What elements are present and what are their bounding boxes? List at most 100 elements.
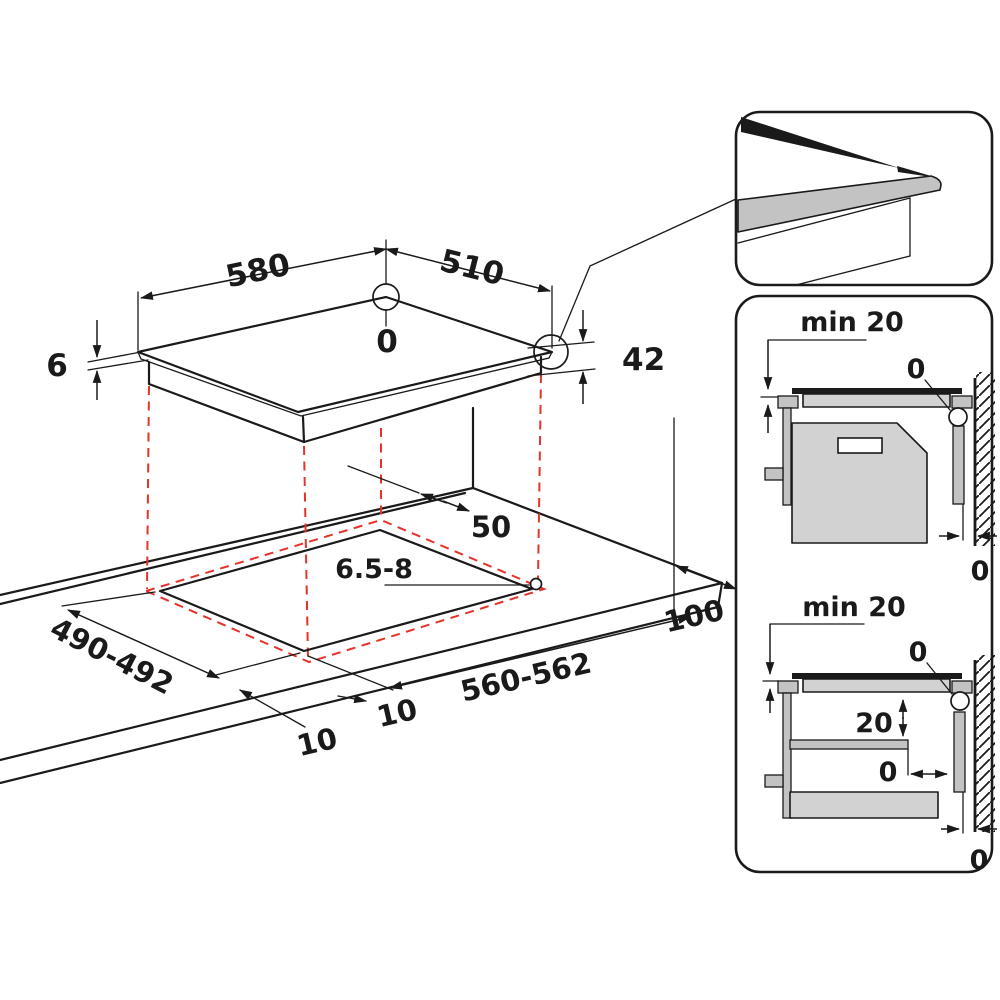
zero-leader bbox=[924, 379, 951, 411]
glass-edge-band bbox=[137, 351, 553, 417]
dim-42: 42 bbox=[527, 310, 665, 404]
cutout-depth-label: 490-492 bbox=[45, 611, 179, 702]
ext-bottom bbox=[527, 368, 596, 377]
dim-100: 100 bbox=[661, 565, 738, 640]
worktop-face-bottom bbox=[795, 255, 911, 286]
arrow-downright bbox=[442, 500, 471, 512]
seal-circle bbox=[948, 407, 968, 427]
dim-6: 6 bbox=[46, 320, 149, 400]
hob-tub bbox=[147, 355, 543, 444]
dim-50: 50 bbox=[347, 465, 511, 544]
wall-gap-bottom-label: 0 bbox=[971, 556, 990, 587]
dim-10-left: 10 bbox=[239, 689, 341, 763]
worktop bbox=[0, 406, 724, 785]
side-clearance-label: 100 bbox=[661, 593, 728, 640]
worktop-front-thickness bbox=[0, 605, 720, 785]
hob-tub-front-corner bbox=[301, 415, 306, 444]
sections-panel: min 20 0 0 min 20 bbox=[734, 294, 997, 876]
shelf-to-wall-label: 0 bbox=[879, 757, 898, 788]
section-shelf: min 20 0 20 0 bbox=[762, 592, 997, 876]
oven-vent bbox=[837, 437, 883, 454]
hob-depth-label: 510 bbox=[436, 243, 508, 294]
ext-bottom bbox=[87, 359, 149, 371]
datum-circle bbox=[372, 283, 400, 311]
corner-circle bbox=[533, 334, 569, 370]
dim-line bbox=[674, 565, 738, 590]
worktop-edge-line bbox=[737, 197, 911, 244]
zero-datum-label: 0 bbox=[376, 324, 398, 360]
dim-490-492: 490-492 bbox=[45, 591, 301, 702]
wall-trim bbox=[953, 711, 966, 793]
shelf bbox=[789, 739, 909, 750]
ext-top bbox=[87, 351, 142, 363]
fixing-bracket-left bbox=[777, 680, 799, 694]
dim-line bbox=[67, 609, 220, 679]
rear-clearance-label: 50 bbox=[471, 510, 511, 544]
worktop-back-edge bbox=[0, 486, 475, 597]
glass-corner-tip bbox=[897, 166, 938, 178]
seal-circle bbox=[950, 691, 970, 711]
projection-left bbox=[146, 385, 150, 590]
leader-arrow bbox=[337, 694, 368, 704]
mounting-hole bbox=[529, 577, 543, 591]
cabinet-side bbox=[782, 692, 792, 819]
wall-gap-top-label: 0 bbox=[909, 637, 928, 668]
fixing-bracket-right bbox=[951, 680, 973, 694]
fixing-bracket-right bbox=[951, 395, 973, 409]
hob-height-label: 42 bbox=[622, 342, 665, 378]
wall-trim bbox=[952, 425, 965, 505]
hob-projection-red bbox=[143, 373, 547, 664]
ext-top bbox=[527, 341, 595, 349]
dim-560-562: 560-562 bbox=[307, 615, 692, 709]
shelf-gap-label: 20 bbox=[855, 708, 893, 739]
dim-510: 510 bbox=[384, 243, 553, 349]
cabinet-side bbox=[782, 407, 792, 506]
hole-diameter-label: 6.5-8 bbox=[335, 554, 413, 585]
projection-front bbox=[303, 445, 309, 660]
min-clearance-label: min 20 bbox=[802, 592, 906, 623]
hob-width-label: 580 bbox=[223, 247, 294, 296]
leader-arrow bbox=[239, 689, 306, 728]
edge-detail-leader bbox=[558, 198, 737, 342]
ext-right bbox=[211, 652, 301, 677]
oven-body bbox=[791, 422, 928, 544]
ext-left bbox=[61, 591, 156, 607]
dim-line bbox=[388, 615, 692, 690]
cabinet-tab bbox=[764, 467, 784, 481]
hob-body bbox=[802, 678, 951, 693]
zero-leader bbox=[926, 662, 953, 695]
wall-gap-top-label: 0 bbox=[907, 354, 926, 385]
drawer-front bbox=[789, 791, 939, 819]
dim-hole-6-5-8: 6.5-8 bbox=[335, 554, 543, 591]
cabinet-tab bbox=[764, 774, 784, 788]
overhang-side-label: 10 bbox=[374, 692, 421, 734]
hob-body bbox=[802, 393, 951, 408]
ext-left bbox=[307, 655, 394, 691]
projection-right bbox=[537, 373, 542, 581]
fixing-bracket-left bbox=[777, 395, 799, 409]
wall-hatching bbox=[976, 372, 995, 546]
wall-gap-bottom-label: 0 bbox=[970, 845, 989, 876]
min-clearance-label: min 20 bbox=[800, 307, 904, 338]
glass-edge-dark-band bbox=[741, 117, 899, 168]
hob-glass bbox=[792, 388, 962, 394]
hob-glass bbox=[792, 673, 962, 679]
overhang-front-label: 10 bbox=[294, 721, 341, 763]
ext-line bbox=[347, 465, 420, 494]
edge-detail-panel bbox=[734, 110, 994, 287]
wall-hatching bbox=[976, 655, 995, 832]
dim-10-right: 10 bbox=[337, 692, 421, 734]
glass-thickness-label: 6 bbox=[46, 348, 68, 384]
dim-line bbox=[139, 247, 388, 300]
hob-footprint-outline bbox=[143, 518, 547, 664]
hob-isometric bbox=[136, 295, 554, 444]
dim-580: 580 bbox=[137, 247, 388, 351]
edge-profile-strip bbox=[737, 175, 942, 233]
worktop-back-edge-inner bbox=[0, 491, 467, 606]
worktop-front-edge bbox=[0, 581, 724, 762]
glass-top bbox=[136, 295, 554, 414]
arrow-upleft bbox=[419, 493, 448, 504]
cutout-outline bbox=[158, 528, 534, 653]
